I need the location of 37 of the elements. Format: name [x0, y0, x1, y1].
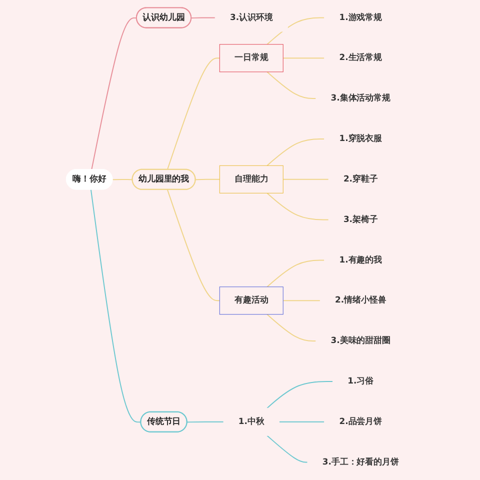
connector: [190, 17, 216, 18]
connector: [186, 421, 224, 423]
node-text: 2.品尝月饼: [339, 416, 382, 426]
connector: [90, 189, 142, 423]
connector: [282, 300, 321, 302]
connector: [266, 192, 330, 220]
connector: [282, 178, 330, 180]
node-text: 2.穿鞋子: [343, 174, 378, 184]
node-text: 1.游戏常规: [339, 12, 382, 22]
node-box: 有趣活动: [219, 286, 284, 315]
node-text: 1.中秋: [238, 416, 264, 426]
connector: [266, 71, 316, 100]
connector: [166, 58, 220, 170]
node-text: 3.集体活动常规: [330, 93, 390, 104]
connector: [266, 17, 325, 45]
node-text: 1.穿脱衣服: [339, 134, 382, 144]
connector: [112, 178, 133, 180]
node-text: 2.生活常规: [339, 52, 382, 63]
connector: [166, 189, 220, 302]
node-text: 3.手工：好看的月饼: [322, 456, 399, 467]
connector: [91, 17, 138, 170]
node-text: 1.有趣的我: [339, 254, 382, 265]
node-box: 一日常规: [219, 44, 284, 72]
connector: [278, 421, 325, 422]
node-box: 自理能力: [219, 165, 284, 194]
node-text: 1.习俗: [348, 376, 374, 386]
node-text: 3.架椅子: [343, 214, 378, 224]
connector: [266, 435, 308, 463]
connector: [266, 380, 334, 409]
connector: [266, 260, 325, 288]
connector: [266, 138, 325, 166]
node-text: 3.认识环境: [230, 12, 273, 22]
connector: [282, 58, 325, 59]
node-text: 2.情绪小怪兽: [335, 295, 386, 306]
connector: [195, 178, 220, 180]
connector: [266, 314, 316, 342]
node-text: 3.美味的甜甜圈: [330, 336, 390, 346]
